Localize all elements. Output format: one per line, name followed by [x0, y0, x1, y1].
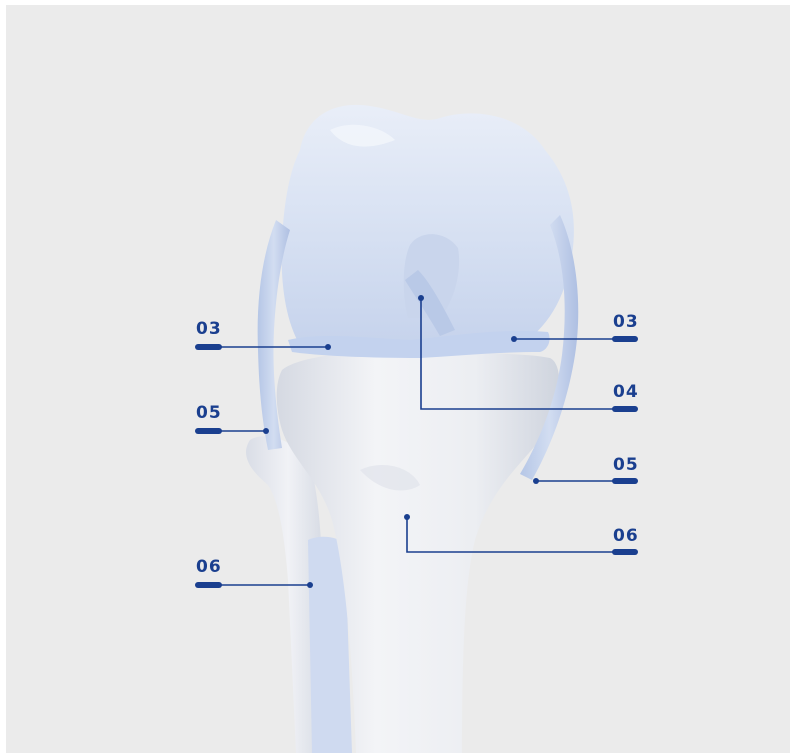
label-left-03: 03	[196, 319, 222, 339]
anchor-dot-left-03	[325, 344, 331, 350]
label-right-05: 05	[613, 455, 639, 475]
anchor-dot-right-05	[533, 478, 539, 484]
anchor-dot-left-05	[263, 428, 269, 434]
label-bar-left-03	[195, 344, 222, 350]
label-bar-left-06	[195, 582, 222, 588]
label-bar-right-04	[612, 406, 638, 412]
label-bar-right-05	[612, 478, 638, 484]
label-left-05: 05	[196, 403, 222, 423]
anchor-dot-right-04	[418, 295, 424, 301]
anchor-dot-right-03	[511, 336, 517, 342]
label-bar-right-03	[612, 336, 638, 342]
label-right-04: 04	[613, 382, 639, 402]
label-right-03: 03	[613, 312, 639, 332]
label-right-06: 06	[613, 526, 639, 546]
anchor-dot-right-06	[404, 514, 410, 520]
label-bar-left-05	[195, 428, 222, 434]
label-bar-right-06	[612, 549, 638, 555]
anchor-dot-left-06	[307, 582, 313, 588]
label-left-06: 06	[196, 557, 222, 577]
